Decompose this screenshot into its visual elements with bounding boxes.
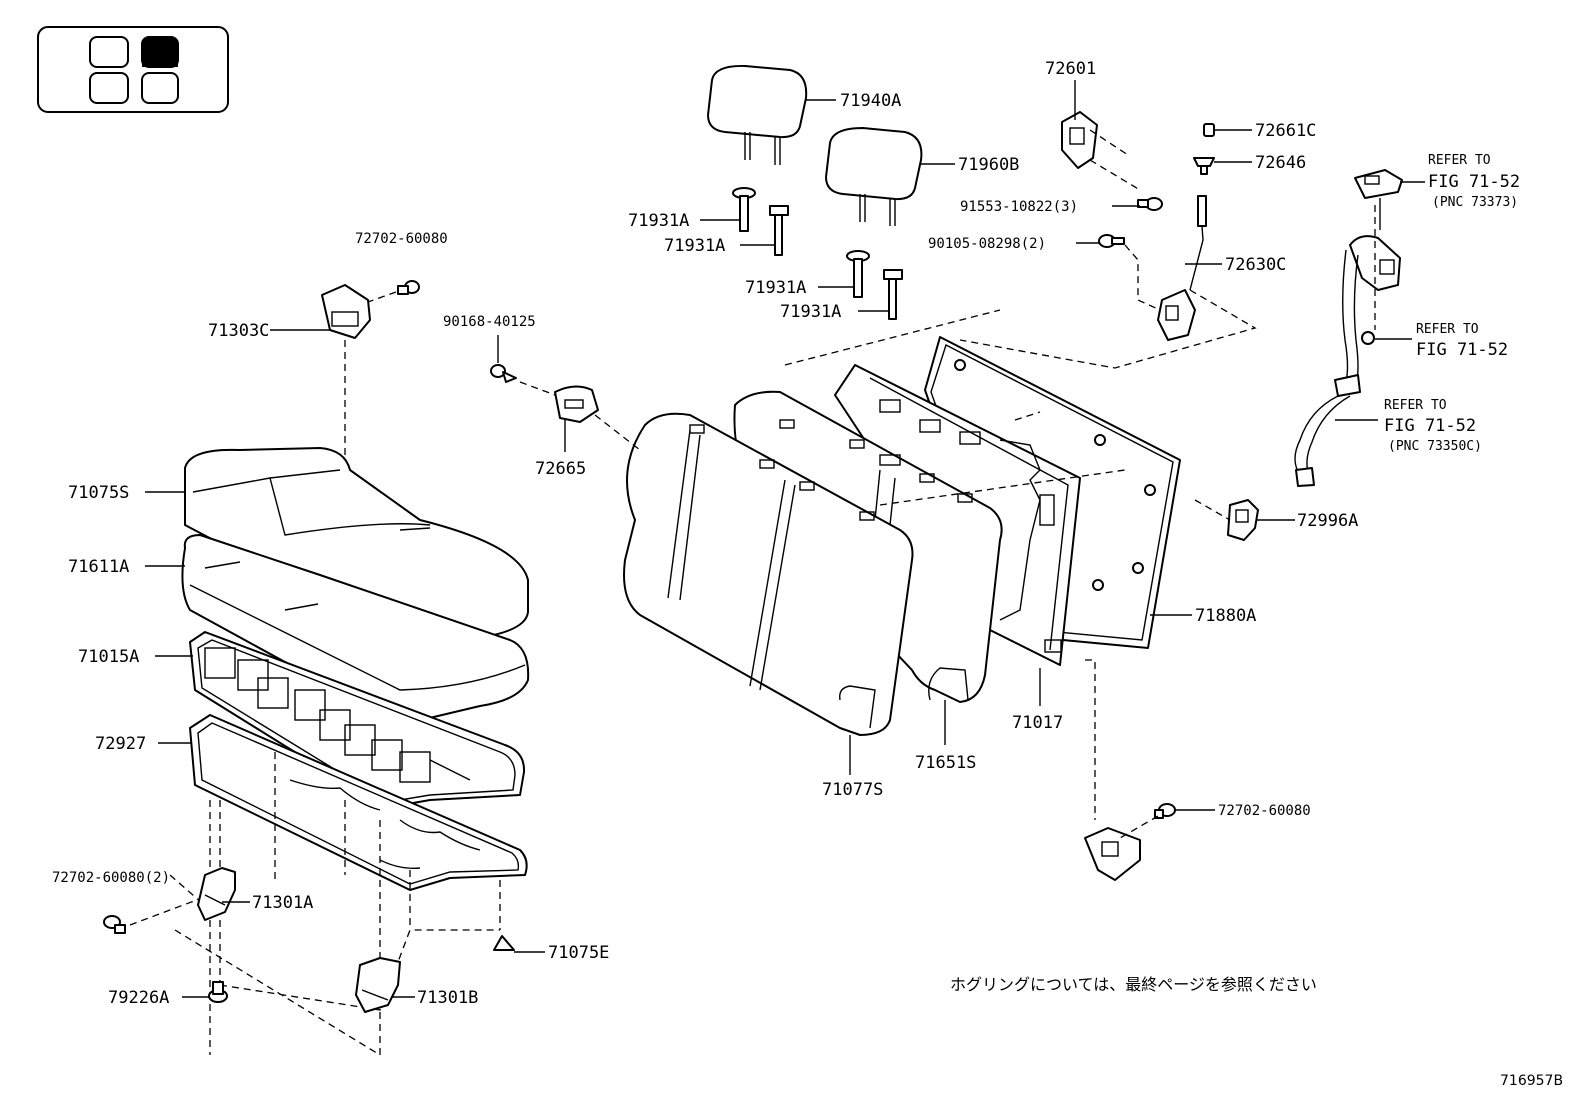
ref3-line1: REFER TO	[1384, 398, 1447, 413]
figure-number: 716957B	[1500, 1073, 1563, 1089]
headrest-guide-3	[846, 250, 870, 298]
cap-72661C	[1203, 123, 1215, 137]
ref3-line2: FIG 71-52	[1384, 416, 1476, 436]
cover-clip-72665	[554, 385, 599, 423]
headrest-71940A	[707, 64, 808, 165]
seat-board-72927	[189, 714, 528, 891]
grommet-72646	[1193, 157, 1215, 175]
seat-pad-71611A	[181, 534, 530, 726]
seat-frame-71015A	[189, 631, 526, 809]
label-72702-60080-top: 72702-60080	[355, 231, 448, 247]
hinge-bracket-72601	[1061, 111, 1098, 169]
headrest-71960B	[825, 127, 923, 226]
label-79226A: 79226A	[108, 988, 169, 1008]
ref1-line1: REFER TO	[1428, 153, 1491, 168]
bolt-90105	[1098, 234, 1125, 248]
label-72996A: 72996A	[1297, 511, 1358, 531]
ref3-line3: (PNC 73350C)	[1388, 439, 1482, 454]
label-72630C: 72630C	[1225, 255, 1286, 275]
label-72927: 72927	[95, 734, 146, 754]
hog-ring-note: ホグリングについては、最終ページを参照ください	[950, 975, 1317, 994]
ref1-line2: FIG 71-52	[1428, 172, 1520, 192]
label-71303C: 71303C	[208, 321, 269, 341]
key-cell-bottom-left	[89, 72, 129, 104]
bolt-91553	[1137, 197, 1163, 211]
ref2-line2: FIG 71-52	[1416, 340, 1508, 360]
label-71651S: 71651S	[915, 753, 976, 773]
label-91553-10822: 91553-10822(3)	[960, 199, 1078, 215]
leader-lines	[145, 80, 1425, 998]
label-71075E: 71075E	[548, 943, 609, 963]
label-72702-60080-2: 72702-60080(2)	[52, 870, 170, 886]
label-72702-60080-right: 72702-60080	[1218, 803, 1311, 819]
seatback-cover-71077S	[623, 412, 914, 736]
label-71931A-3: 71931A	[745, 278, 806, 298]
label-71931A-4: 71931A	[780, 302, 841, 322]
label-72646: 72646	[1255, 153, 1306, 173]
label-72661C: 72661C	[1255, 121, 1316, 141]
bolt-79226A	[208, 981, 228, 1003]
label-71301B: 71301B	[417, 988, 478, 1008]
label-72601: 72601	[1045, 59, 1096, 79]
label-71931A-2: 71931A	[664, 236, 725, 256]
bolt-72702-top	[397, 280, 420, 295]
key-cell-bottom-right	[141, 72, 179, 104]
label-72665: 72665	[535, 459, 586, 479]
label-71301A: 71301A	[252, 893, 313, 913]
headrest-guide-1	[732, 187, 756, 232]
label-71931A-1: 71931A	[628, 211, 689, 231]
label-71075S: 71075S	[68, 483, 129, 503]
label-71077S: 71077S	[822, 780, 883, 800]
label-71940A: 71940A	[840, 91, 901, 111]
bolt-72702-lower-left	[103, 915, 126, 934]
position-key	[37, 26, 229, 113]
bolt-72702-right	[1154, 803, 1176, 819]
label-71611A: 71611A	[68, 557, 129, 577]
bolt-90168	[490, 364, 517, 383]
belt-guide-72630C	[1157, 195, 1207, 341]
label-90105-08298: 90105-08298(2)	[928, 236, 1046, 252]
hinge-71301A	[197, 867, 236, 921]
label-71015A: 71015A	[78, 647, 139, 667]
belt-retractor-assembly	[1294, 169, 1403, 487]
ref2-line1: REFER TO	[1416, 322, 1479, 337]
hinge-71301B	[355, 957, 401, 1013]
label-90168-40125: 90168-40125	[443, 314, 536, 330]
headrest-guide-4	[883, 269, 903, 320]
belt-buckle-72996A	[1227, 499, 1259, 541]
ref1-line3: (PNC 73373)	[1432, 195, 1518, 210]
key-cell-top-left	[89, 36, 129, 68]
headrest-guide-2	[769, 205, 789, 256]
clip-71075E	[493, 935, 515, 951]
hinge-lower-right	[1084, 827, 1141, 881]
label-71017: 71017	[1012, 713, 1063, 733]
label-71880A: 71880A	[1195, 606, 1256, 626]
label-71960B: 71960B	[958, 155, 1019, 175]
